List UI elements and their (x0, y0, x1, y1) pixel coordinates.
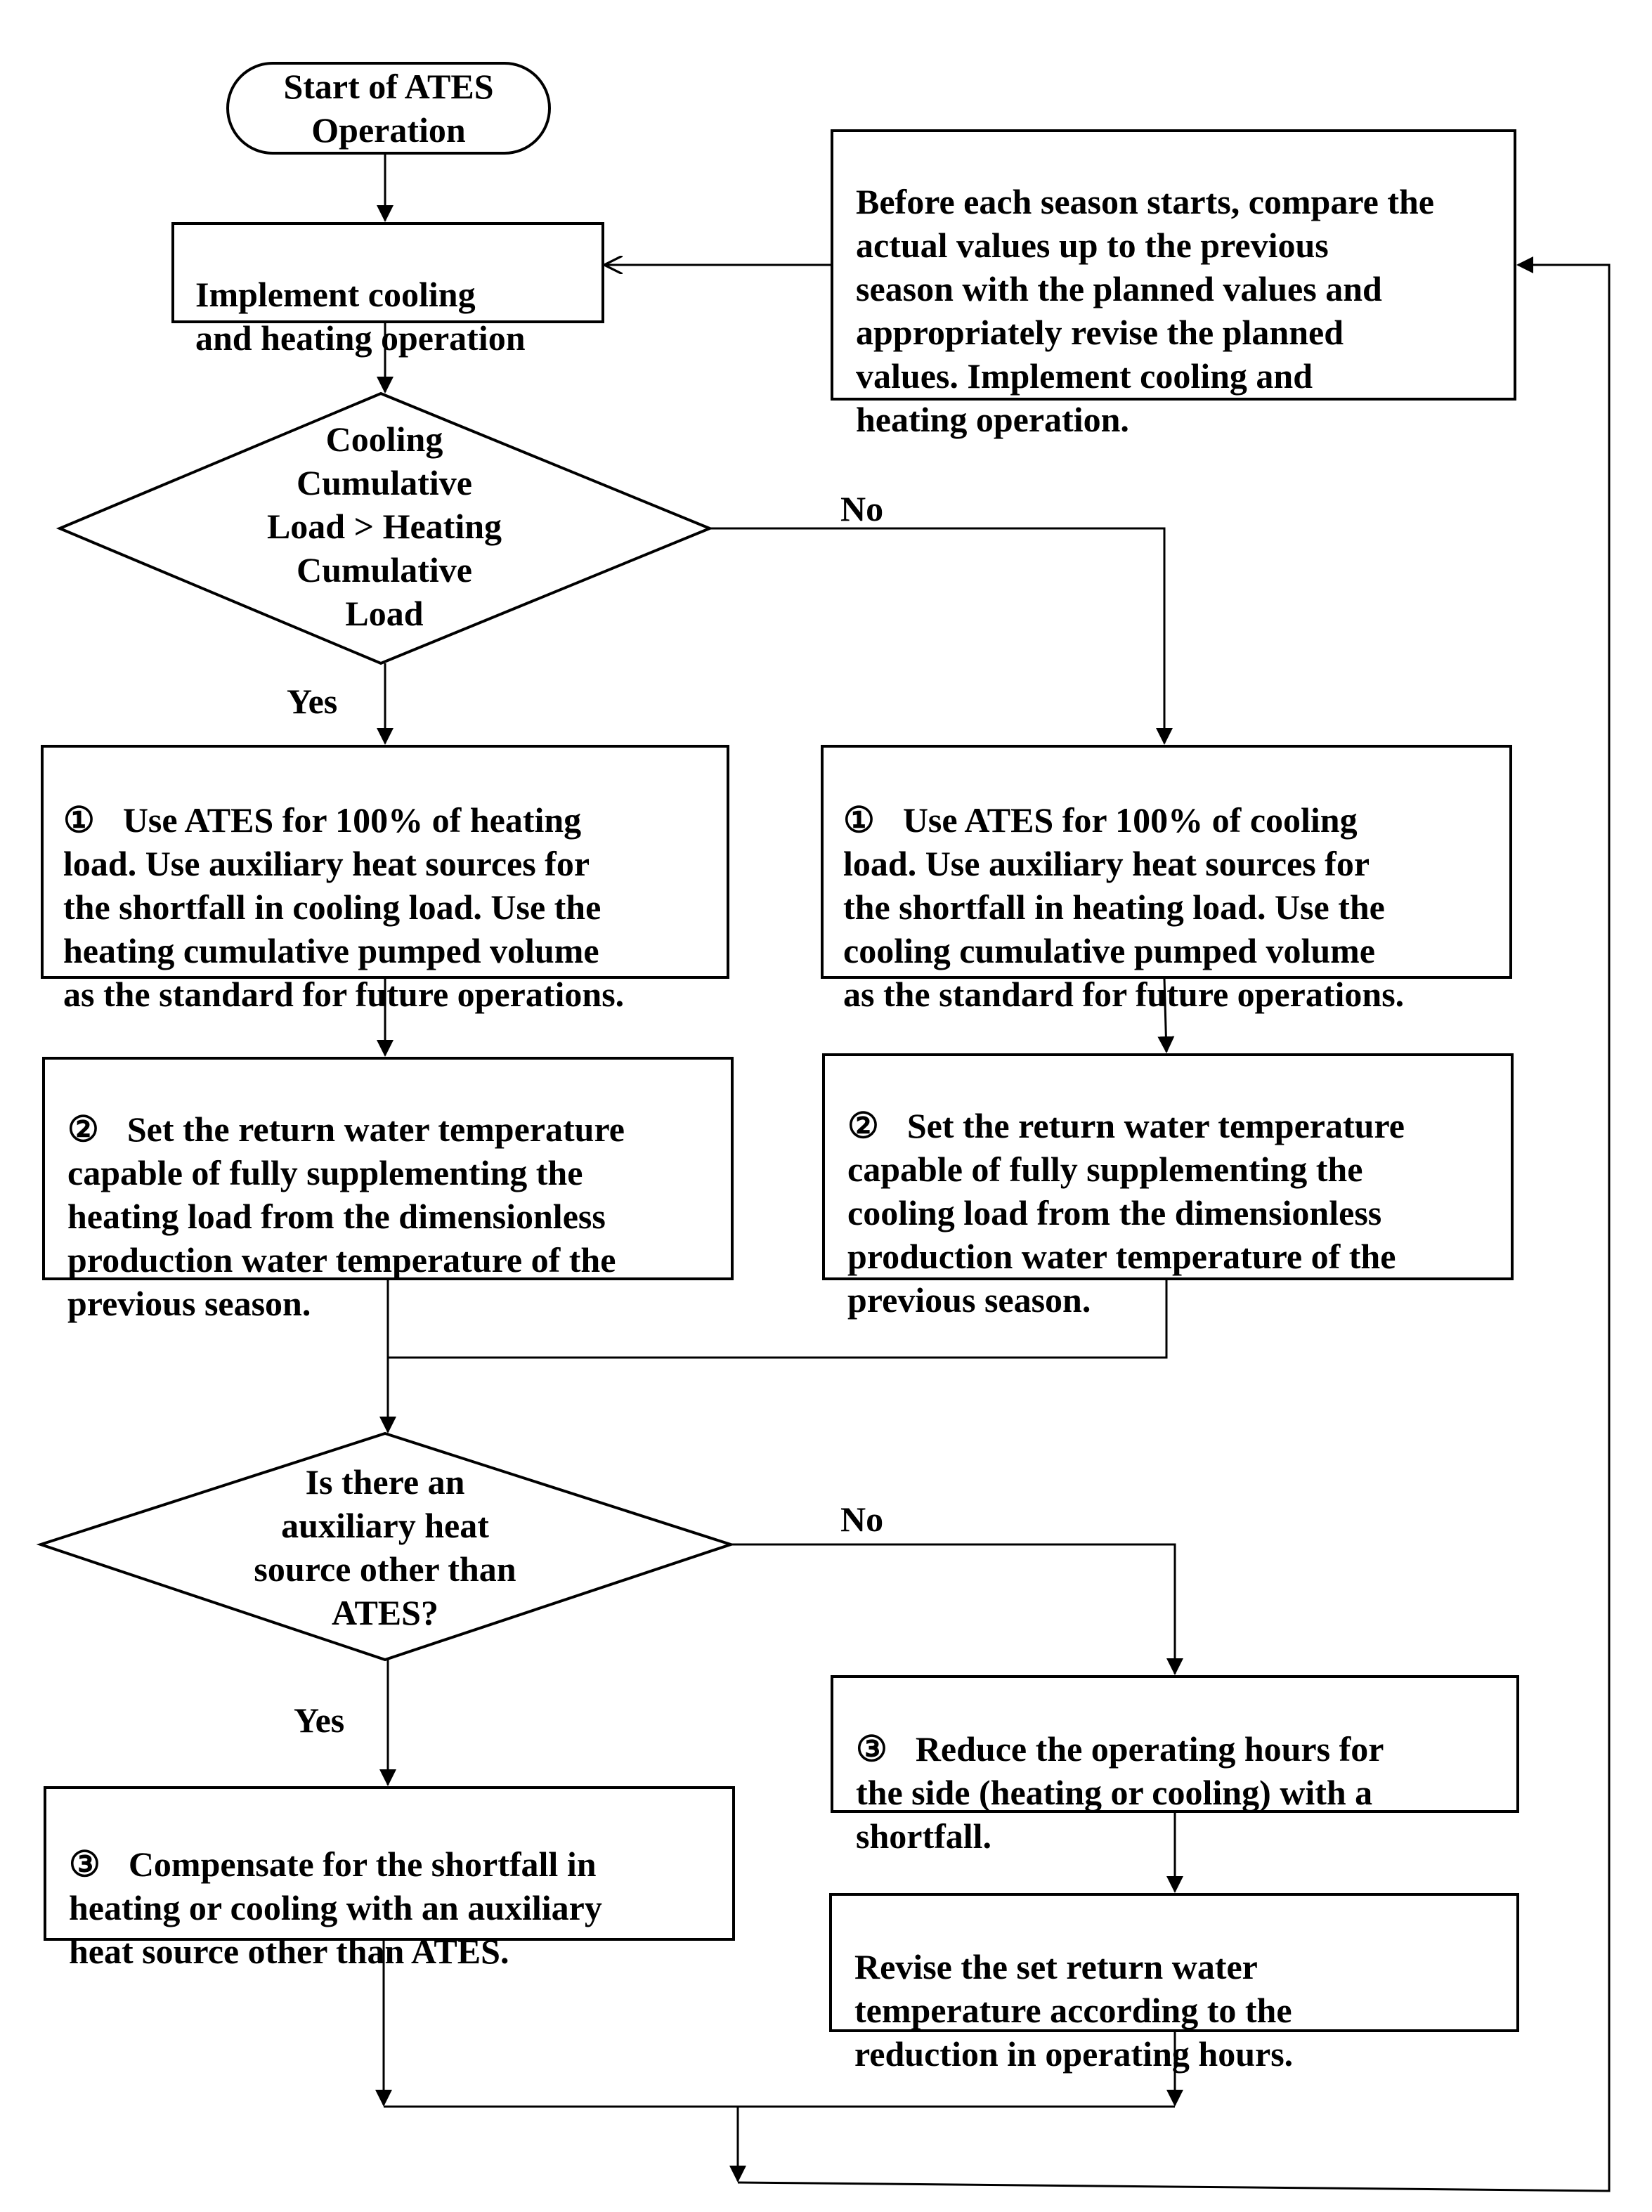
decision2-no-label: No (840, 1499, 884, 1539)
right-step2-marker: ② (847, 1106, 879, 1145)
left-step1-marker: ① (63, 800, 95, 840)
decision2-diamond (36, 1431, 736, 1662)
right-step3-label: Reduce the operating hours for the side … (856, 1729, 1384, 1856)
revise-temperature-box: Revise the set return water temperature … (829, 1893, 1519, 2074)
connector-right-step2-merge (388, 1280, 1168, 1359)
revise-temperature-label: Revise the set return water temperature … (854, 1947, 1294, 2074)
left-step3-label: Compensate for the shortfall in heating … (69, 1845, 602, 1971)
arrow-right-step1-step2 (1157, 978, 1175, 1053)
arrow-decision2-no (731, 1543, 1183, 1675)
right-step1-marker: ① (843, 800, 875, 840)
decision2-label: Is there an auxiliary heat source other … (254, 1462, 516, 1632)
right-step3-marker: ③ (856, 1729, 887, 1769)
left-step2-label: Set the return water temperature capable… (67, 1110, 625, 1323)
revise-plan-label: Before each season starts, compare the a… (856, 182, 1434, 439)
start-label: Start of ATES Operation (283, 67, 494, 150)
left-step2-marker: ② (67, 1110, 99, 1149)
decision2-yes-label: Yes (294, 1700, 345, 1740)
start-terminal: Start of ATES Operation (226, 62, 551, 155)
right-step2-label: Set the return water temperature capable… (847, 1106, 1405, 1320)
decision1-yes-label: Yes (287, 682, 338, 721)
implement-box: Implement cooling and heating operation (171, 222, 604, 358)
decision1-label: Cooling Cumulative Load > Heating Cumula… (266, 419, 502, 633)
revise-plan-box: Before each season starts, compare the a… (831, 129, 1516, 439)
arrow-decision1-no (710, 527, 1173, 745)
implement-label: Implement cooling and heating operation (195, 275, 526, 358)
right-step1-label: Use ATES for 100% of cooling load. Use a… (843, 800, 1405, 1014)
arrow-loopback-revise (737, 256, 1611, 2192)
left-step3-marker: ③ (69, 1845, 100, 1884)
decision1-diamond (56, 391, 714, 665)
left-step1-label: Use ATES for 100% of heating load. Use a… (63, 800, 625, 1014)
decision1-no-label: No (840, 489, 884, 528)
